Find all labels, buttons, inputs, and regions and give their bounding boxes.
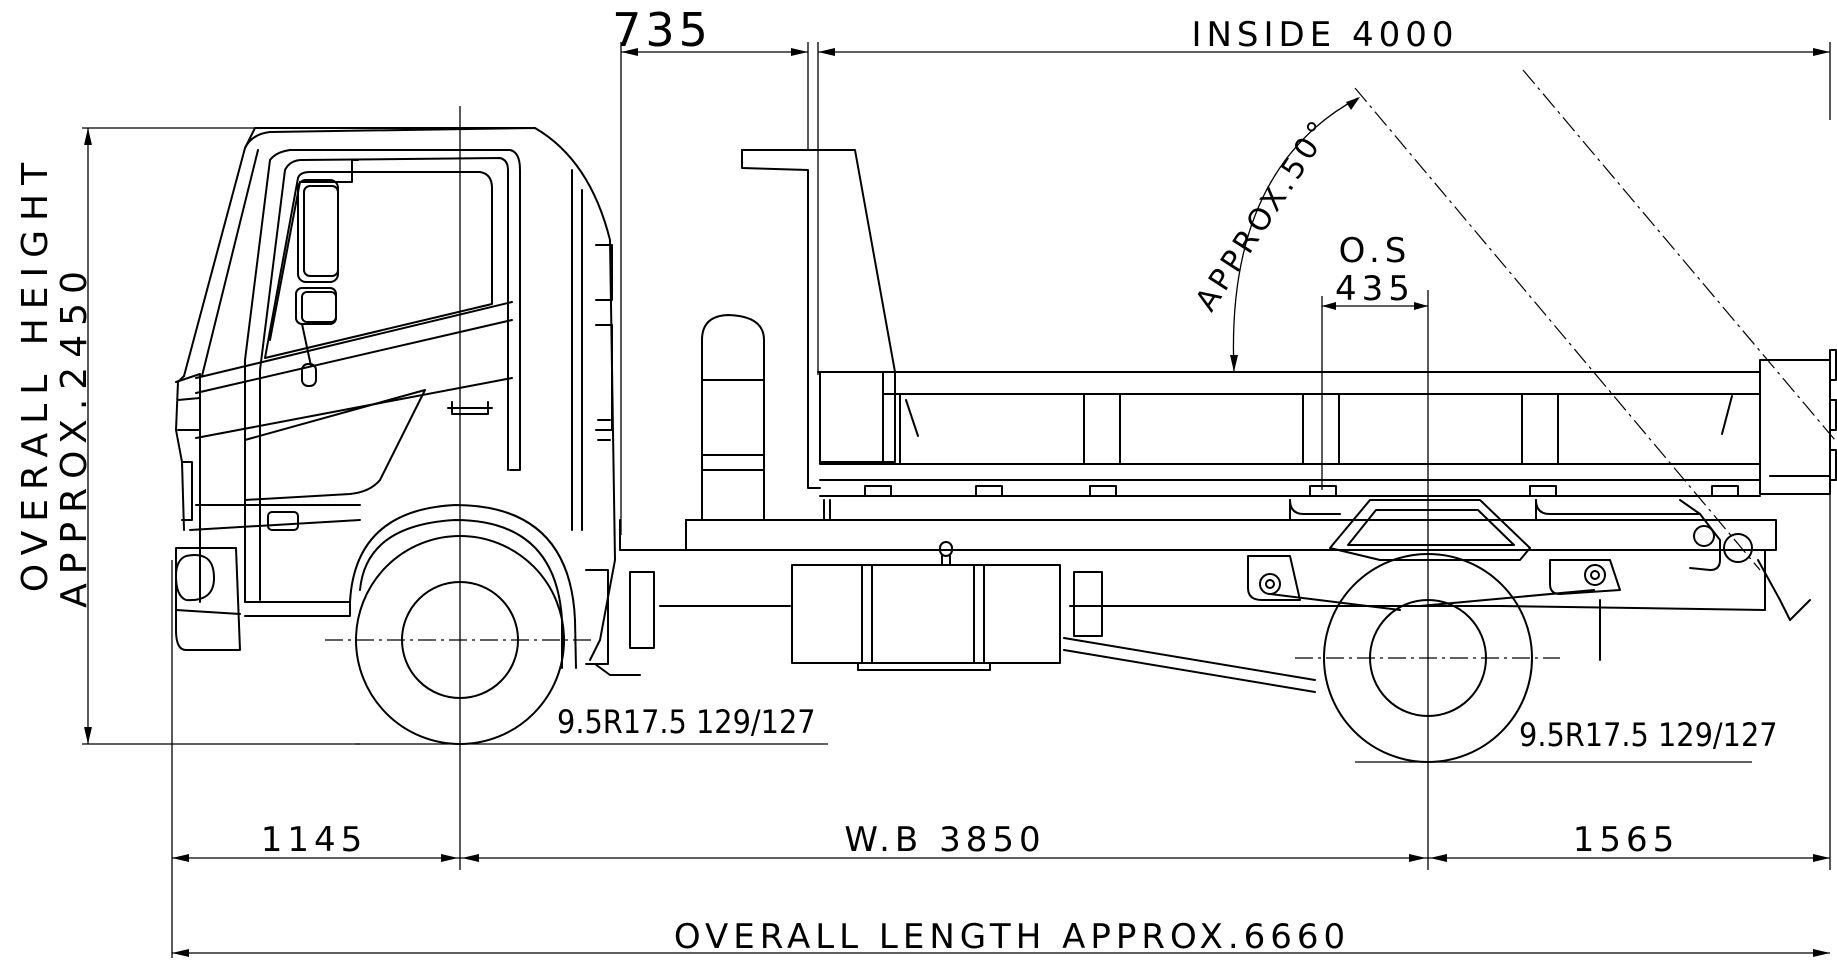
tip-angle-indicator <box>1230 69 1836 571</box>
dim-rear-overhang-value: 435 <box>1335 269 1415 309</box>
subframe-and-hoist <box>685 349 1837 621</box>
side-mirror <box>295 159 359 387</box>
front-wheel <box>325 535 596 745</box>
body-mounting-fittings <box>829 485 1739 521</box>
tire-spec-rear: 9.5R17.5 129/127 <box>1519 716 1778 754</box>
dim-front-overhang: 1145 <box>261 820 368 860</box>
dim-inside-length: INSIDE 4000 <box>1191 15 1458 55</box>
exhaust-stack <box>701 314 765 521</box>
dim-overall-length: OVERALL LENGTH APPROX.6660 <box>674 917 1350 957</box>
dim-tip-angle: APPROX.50° <box>1189 112 1340 318</box>
dim-rear-overhang-label: O.S <box>1339 231 1412 271</box>
cab <box>175 127 616 669</box>
rear-wheel <box>1295 553 1601 763</box>
dim-overall-height-value: APPROX.2450 <box>54 262 95 608</box>
tire-spec-front: 9.5R17.5 129/127 <box>557 703 816 741</box>
dim-wheelbase: W.B 3850 <box>844 820 1045 860</box>
dim-rear-overhang: 1565 <box>1573 820 1680 860</box>
fuel-tank <box>585 541 1103 676</box>
dim-overall-height-label: OVERALL HEIGHT <box>15 154 56 592</box>
dim-cab-to-body: 735 <box>612 3 712 57</box>
